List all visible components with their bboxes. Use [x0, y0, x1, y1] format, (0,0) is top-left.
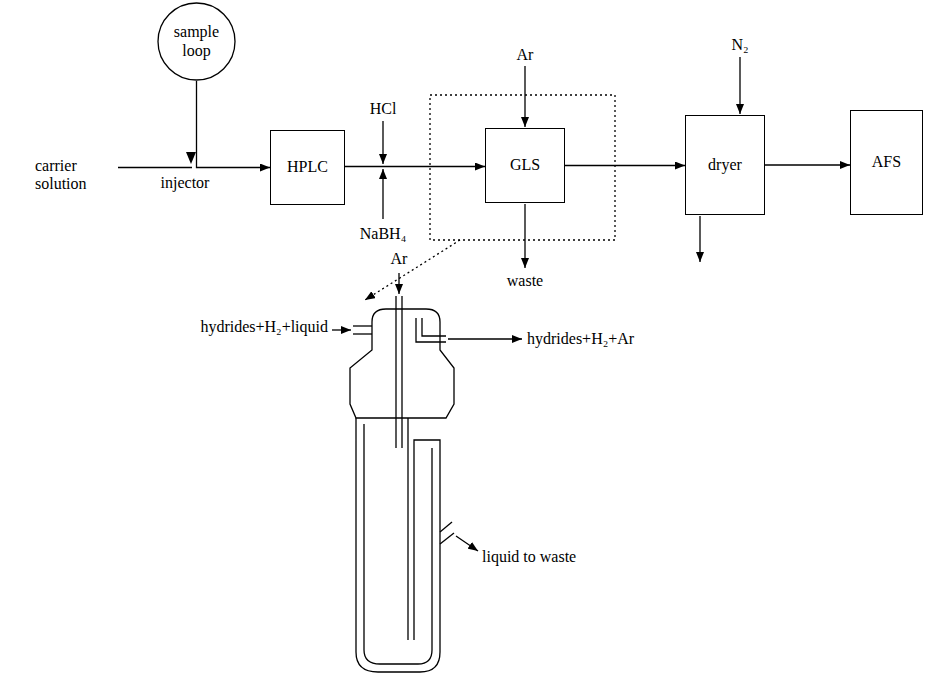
gas-arrow — [524, 66, 525, 127]
annotation-label: waste — [507, 272, 543, 290]
detail-frame — [430, 95, 615, 240]
label-holder: hydrides+H₂+Ar — [527, 330, 634, 348]
label-holder: liquid to waste — [482, 548, 576, 566]
node-label: HPLC — [287, 158, 328, 176]
annotation-label: HCl — [370, 100, 397, 118]
side-arm — [440, 533, 454, 544]
label-holder: waste — [507, 272, 543, 290]
node-label: AFS — [872, 153, 901, 171]
gas-arrow — [398, 273, 399, 294]
process-box: GLS — [485, 128, 565, 203]
drain-arrow — [699, 216, 700, 262]
u-tube — [356, 418, 440, 672]
flow-connector — [765, 164, 850, 165]
gas-liquid-separator-glassware — [332, 273, 522, 672]
carrier-line — [118, 167, 192, 168]
node-label: sample loop — [166, 23, 228, 60]
inlet-tube — [353, 333, 372, 334]
annotation-label: injector — [161, 174, 210, 192]
annotation-label: liquid to waste — [482, 548, 576, 566]
label-holder: injector — [161, 174, 210, 192]
annotation-label: hydrides+H₂+liquid — [200, 318, 328, 336]
annotation-label: N₂ — [731, 36, 748, 54]
label-holder: Ar — [391, 250, 408, 268]
annotation-label: Ar — [517, 46, 534, 64]
node-label: GLS — [510, 156, 540, 174]
annotation-label: carrier solution — [35, 157, 115, 194]
sample-loop-circle: sample loop — [157, 2, 236, 81]
label-holder: carrier solution — [35, 157, 115, 194]
gas-arrow — [739, 57, 740, 114]
process-box: HPLC — [270, 130, 345, 205]
label-holder: N₂ — [731, 36, 748, 54]
outlet-arrow — [448, 338, 522, 339]
node-label: dryer — [708, 156, 742, 174]
reagent-arrow — [382, 169, 383, 219]
flow-connector — [197, 81, 271, 168]
label-holder: hydrides+H₂+liquid — [200, 318, 328, 336]
side-arm — [440, 522, 452, 532]
process-box: dryer — [685, 115, 765, 215]
circle-shape — [158, 3, 235, 80]
annotation-label: NaBH₄ — [360, 225, 406, 243]
flow-connector — [565, 165, 685, 166]
waste-arrow — [524, 204, 525, 268]
flow-connector — [345, 166, 485, 167]
argon-tube — [401, 296, 402, 448]
waste-arrow — [456, 536, 478, 551]
u-tube-wall — [407, 418, 408, 640]
inlet-arrow — [332, 329, 351, 330]
label-holder: Ar — [517, 46, 534, 64]
inlet-tube — [353, 325, 372, 326]
argon-tube — [395, 296, 396, 448]
flow-lines — [118, 57, 740, 300]
detail-pointer — [365, 240, 460, 300]
reagent-arrow — [382, 121, 383, 164]
injection-arrow-head — [186, 152, 196, 164]
u-tube-inner — [364, 424, 432, 664]
annotation-label: Ar — [391, 250, 408, 268]
process-box: AFS — [850, 110, 923, 215]
label-holder: HCl — [370, 100, 397, 118]
annotation-label: hydrides+H₂+Ar — [527, 330, 634, 348]
label-holder: NaBH₄ — [360, 225, 406, 243]
outlet-tube — [416, 318, 446, 342]
outlet-tube — [422, 318, 446, 336]
